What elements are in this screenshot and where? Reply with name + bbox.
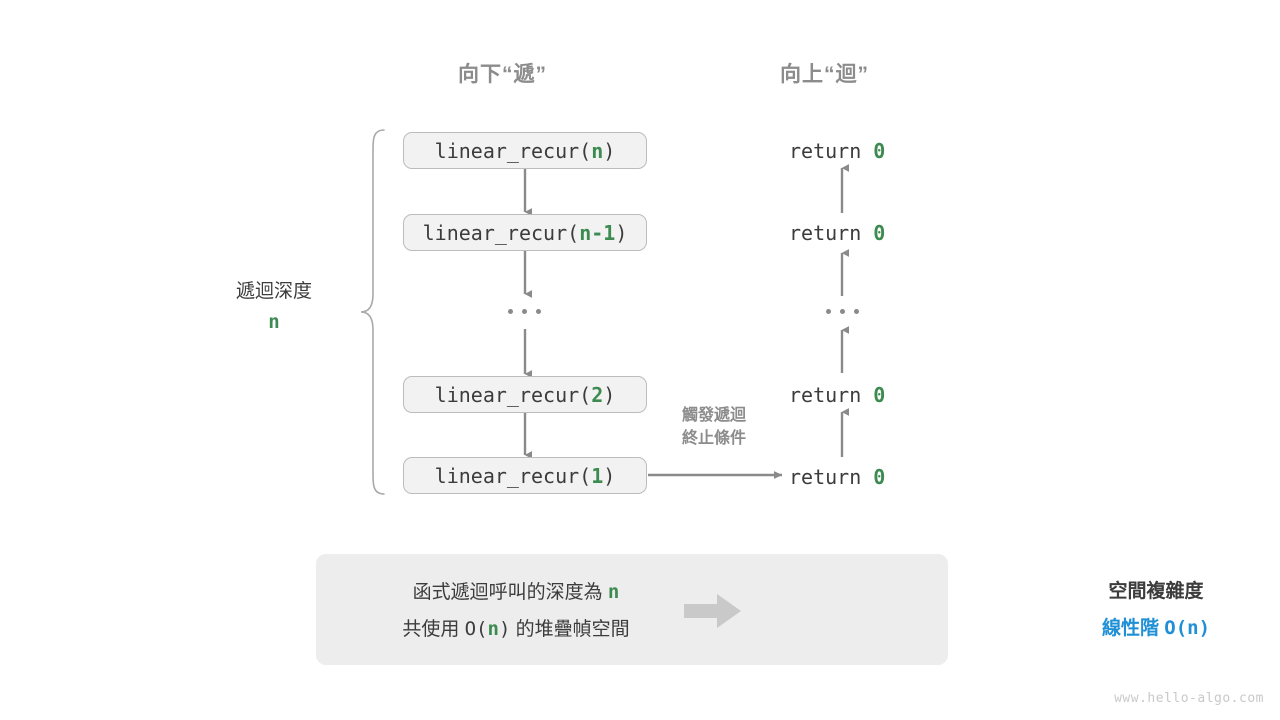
space-complexity-title: 空間複雜度: [1108, 581, 1204, 602]
ellipsis-dot: [854, 309, 859, 314]
ellipsis-right: [826, 309, 859, 314]
recursion-depth-label: 遞迴深度 n: [196, 277, 352, 338]
return-statement: return 0: [789, 383, 885, 407]
space-complexity-value: 線性階 O(n): [1056, 610, 1256, 647]
return-keyword: return: [789, 383, 874, 407]
summary-right-text: 空間複雜度 線性階 O(n): [1056, 574, 1256, 647]
return-keyword: return: [789, 465, 874, 489]
termination-condition-note: 觸發遞迴 終止條件: [655, 404, 773, 450]
complexity-order-expr: O(n): [1164, 617, 1211, 639]
call-box-arg: 1: [591, 463, 604, 488]
ellipsis-dot: [536, 309, 541, 314]
call-box-name: linear_recur(: [434, 382, 592, 407]
return-statement: return 0: [789, 221, 885, 245]
right-block-arrow-icon: [684, 594, 742, 633]
call-box-name: linear_recur(: [434, 138, 592, 163]
summary-line-1: 函式遞迴呼叫的深度為 n: [346, 574, 686, 611]
complexity-order-label: 線性階: [1101, 618, 1165, 639]
call-box: linear_recur(n): [403, 132, 647, 169]
recursion-depth-text: 遞迴深度: [235, 281, 312, 302]
ellipsis-dot: [508, 309, 513, 314]
ellipsis-dot: [826, 309, 831, 314]
call-box-close: ): [615, 220, 628, 245]
call-box: linear_recur(1): [403, 457, 647, 494]
ellipsis-dot: [840, 309, 845, 314]
return-value: 0: [873, 221, 886, 245]
summary-line2-prefix: 共使用: [402, 619, 465, 640]
call-box-arg: 2: [591, 382, 604, 407]
ellipsis-left: [508, 309, 541, 314]
watermark: www.hello-algo.com: [1114, 691, 1264, 706]
call-box: linear_recur(2): [403, 376, 647, 413]
call-box-arg: n-1: [579, 220, 616, 245]
termination-note-line2: 終止條件: [681, 430, 746, 447]
return-value: 0: [873, 465, 886, 489]
summary-line2-bigo-open: O(: [464, 618, 488, 640]
summary-line-2: 共使用 O(n) 的堆疊幀空間: [346, 611, 686, 648]
summary-left-text: 函式遞迴呼叫的深度為 n 共使用 O(n) 的堆疊幀空間: [346, 574, 686, 648]
summary-line1-n: n: [607, 581, 620, 603]
call-box-close: ): [603, 463, 616, 488]
return-value: 0: [873, 383, 886, 407]
call-box-close: ): [603, 138, 616, 163]
call-box-arg: n: [591, 138, 604, 163]
return-statement: return 0: [789, 465, 885, 489]
call-box-close: ): [603, 382, 616, 407]
summary-line2-suffix: 的堆疊幀空間: [510, 619, 630, 640]
return-keyword: return: [789, 139, 874, 163]
return-keyword: return: [789, 221, 874, 245]
summary-panel: 函式遞迴呼叫的深度為 n 共使用 O(n) 的堆疊幀空間 空間複雜度 線性階 O…: [316, 554, 1210, 665]
call-box-name: linear_recur(: [434, 463, 592, 488]
column-heading-ascend: 向上“迴”: [780, 63, 869, 86]
return-statement: return 0: [789, 139, 885, 163]
recursion-depth-value: n: [268, 311, 280, 333]
return-value: 0: [873, 139, 886, 163]
termination-note-line1: 觸發遞迴: [681, 407, 746, 424]
summary-line1-text: 函式遞迴呼叫的深度為: [412, 582, 608, 603]
ellipsis-dot: [522, 309, 527, 314]
call-box: linear_recur(n-1): [403, 214, 647, 251]
summary-line2-bigo-close: ): [498, 618, 511, 640]
column-heading-descend: 向下“遞”: [458, 63, 547, 86]
call-box-name: linear_recur(: [422, 220, 580, 245]
depth-brace: [360, 128, 386, 501]
summary-line2-n: n: [487, 618, 499, 640]
